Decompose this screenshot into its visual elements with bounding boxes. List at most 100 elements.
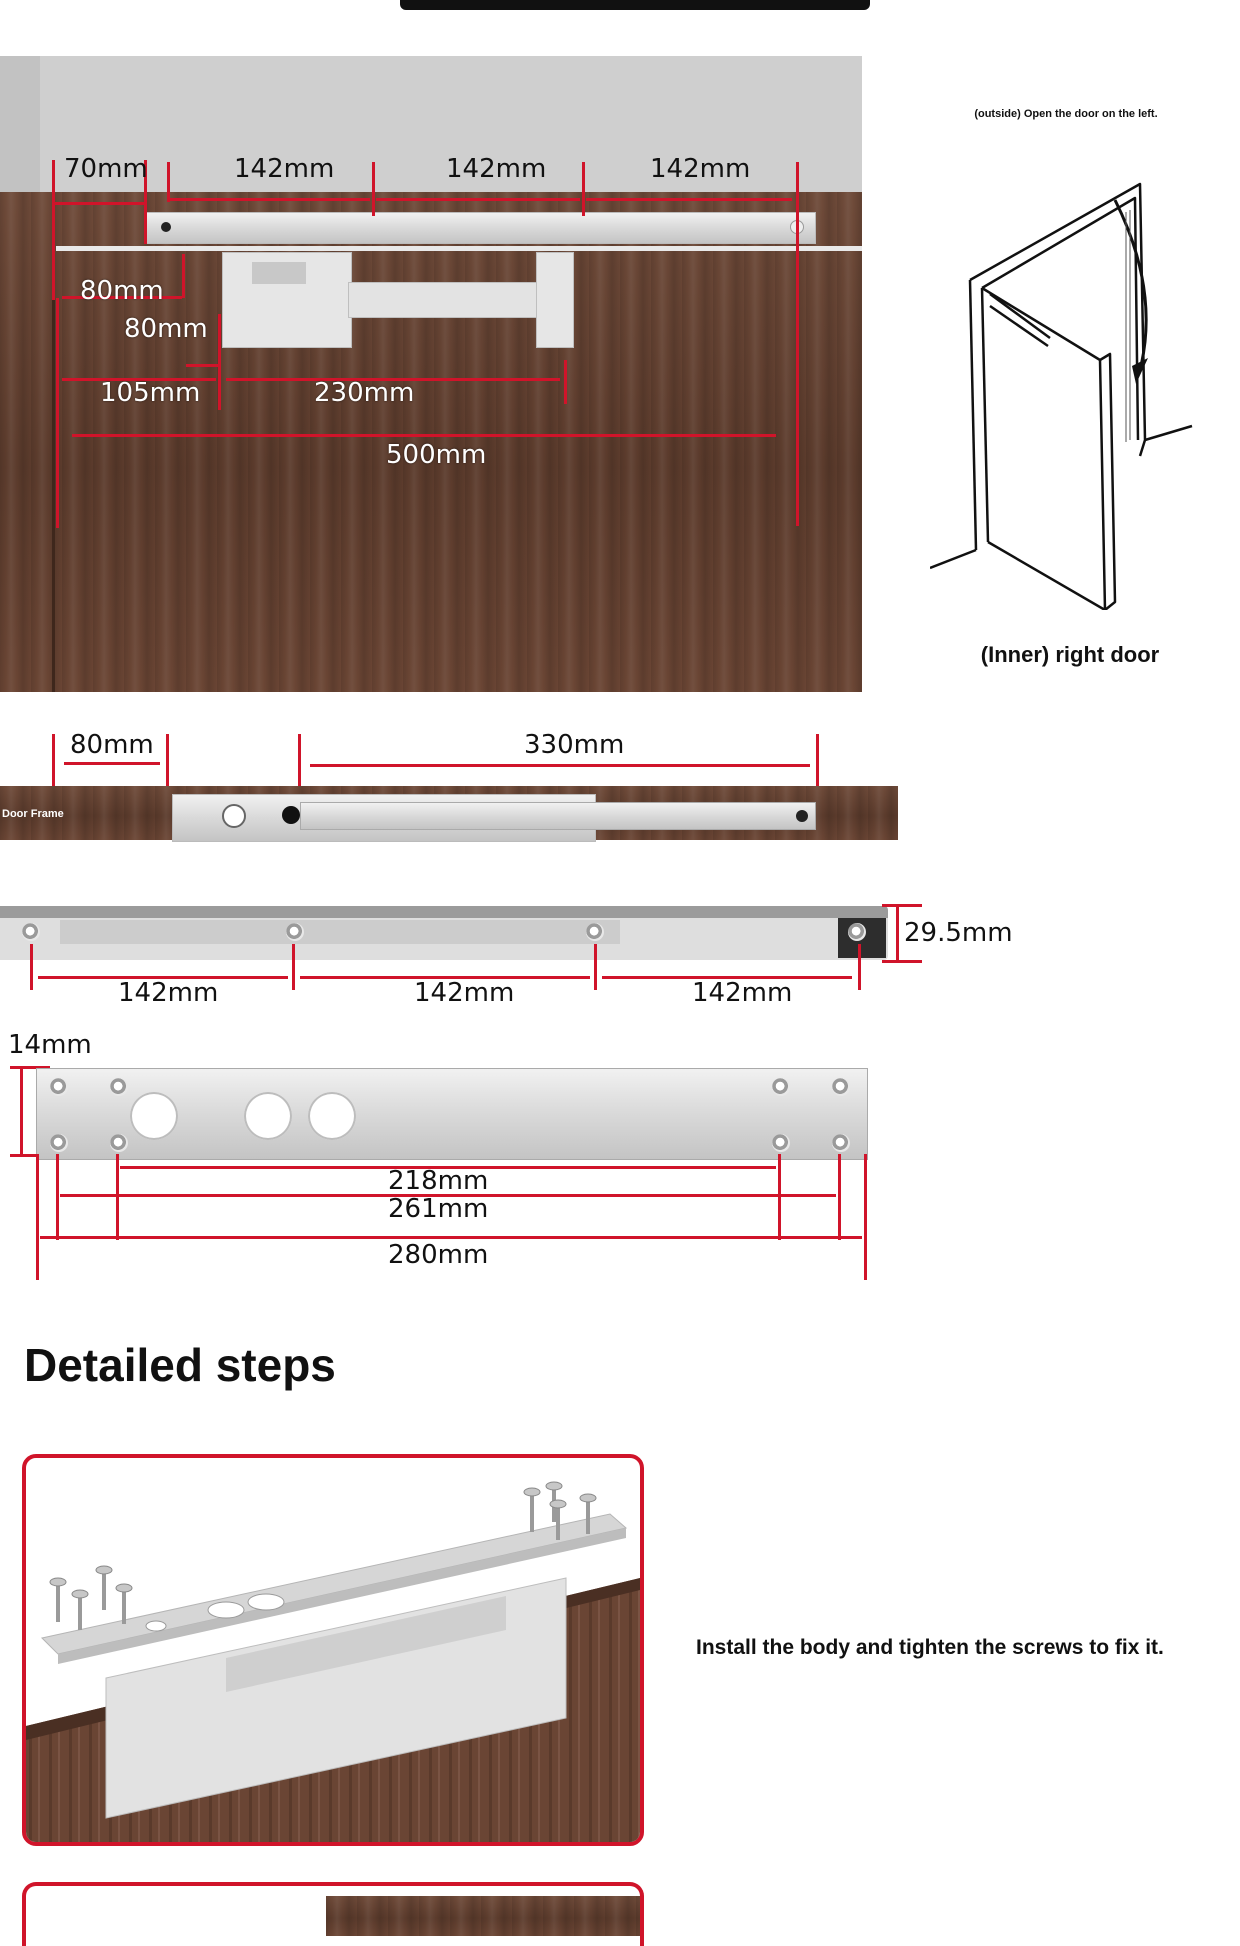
rail-dimension-section: 29.5mm 142mm 142mm 142mm (0, 896, 1040, 1008)
frame-dimension-section: 80mm 330mm Door Frame (0, 720, 900, 850)
red-line (864, 1154, 867, 1280)
plate-hole (772, 1078, 790, 1096)
plate-big-hole (308, 1092, 356, 1140)
red-line (292, 944, 295, 990)
red-line (36, 1154, 39, 1280)
rail-screw (286, 923, 304, 941)
door-top-view-panel: 70mm 142mm 142mm 142mm 80mm 80mm 105mm 2… (0, 56, 862, 692)
dim-142mm-rail-1: 142mm (118, 978, 219, 1008)
dim-142mm-3: 142mm (650, 154, 751, 184)
red-line (10, 1066, 50, 1069)
dim-70mm: 70mm (64, 154, 148, 184)
slide-rail (146, 212, 816, 244)
red-line (166, 734, 169, 800)
dim-261mm: 261mm (388, 1194, 489, 1224)
dim-80mm-b: 80mm (124, 314, 208, 344)
red-line (372, 162, 375, 216)
red-line (56, 298, 59, 528)
plate-hole (50, 1078, 68, 1096)
closer-body-mid (348, 282, 540, 318)
red-line (120, 1166, 776, 1169)
dim-500mm: 500mm (386, 440, 487, 470)
dim-80mm-a: 80mm (80, 276, 164, 306)
plate-hole (772, 1134, 790, 1152)
frame-arm-end (796, 810, 808, 822)
red-line (52, 734, 55, 800)
steps-heading: Detailed steps (24, 1339, 336, 1391)
red-line (144, 160, 147, 244)
red-line (62, 378, 216, 381)
step2-wood-fragment (326, 1896, 640, 1936)
rail-screw (586, 923, 604, 941)
red-line (300, 976, 590, 979)
dim-330mm: 330mm (524, 730, 625, 760)
red-line (778, 1154, 781, 1240)
plate-dimension-section: 14mm 218mm 261mm 280mm (0, 1030, 900, 1280)
plate-hole (50, 1134, 68, 1152)
wall-shadow (0, 56, 40, 192)
closer-body-left (222, 252, 352, 348)
red-line (116, 1154, 119, 1240)
frame-arm (300, 802, 816, 830)
step1-caption: Install the body and tighten the screws … (696, 1636, 1164, 1659)
red-line (30, 944, 33, 990)
dim-218mm: 218mm (388, 1166, 489, 1196)
red-line (796, 162, 799, 526)
frame-pivot-2 (282, 806, 300, 824)
red-line (838, 1154, 841, 1240)
dim-29-5mm: 29.5mm (904, 918, 1013, 948)
plate-hole (110, 1134, 128, 1152)
red-line (310, 764, 810, 767)
closer-cutout (252, 262, 306, 284)
red-line (40, 1236, 862, 1239)
plate-big-hole (244, 1092, 292, 1140)
red-line (896, 904, 899, 962)
rail-screw-left (161, 222, 171, 232)
red-line (582, 162, 585, 216)
red-line (218, 314, 221, 410)
plate-big-hole (130, 1092, 178, 1140)
red-line (882, 960, 922, 963)
red-line (170, 198, 370, 201)
rail-profile (0, 906, 888, 960)
plate-hole (832, 1134, 850, 1152)
red-line (602, 976, 852, 979)
door-frame-label: Door Frame (2, 808, 64, 820)
red-line (564, 360, 567, 404)
dim-105mm: 105mm (100, 378, 201, 408)
dim-142mm-rail-3: 142mm (692, 978, 793, 1008)
dim-142mm-1: 142mm (234, 154, 335, 184)
red-line (816, 734, 819, 806)
dim-80mm-frame: 80mm (70, 730, 154, 760)
dim-142mm-rail-2: 142mm (414, 978, 515, 1008)
door-outside-caption: (outside) Open the door on the left. (974, 108, 1158, 120)
red-line (298, 734, 301, 806)
red-line (594, 944, 597, 990)
frame-pivot-1 (222, 804, 246, 828)
top-heading-fragment (400, 0, 870, 10)
step1-image-frame (22, 1454, 644, 1846)
red-line (52, 160, 55, 300)
red-line (10, 1154, 36, 1157)
rail-bottom-line (56, 246, 862, 251)
red-line (226, 378, 560, 381)
red-line (167, 162, 170, 202)
red-line (72, 434, 776, 437)
red-line (186, 364, 218, 367)
plate-hole (832, 1078, 850, 1096)
rail-screw (848, 923, 866, 941)
red-line (56, 1154, 59, 1240)
closer-body-right (536, 252, 574, 348)
red-line (62, 296, 182, 299)
wall-area (0, 56, 862, 192)
door-opening-illustration (930, 182, 1193, 610)
red-line (38, 976, 288, 979)
step1-illustration (26, 1481, 640, 1842)
step2-image-frame (22, 1882, 644, 1946)
red-line (882, 904, 922, 907)
red-line (64, 762, 160, 765)
plate-hole (110, 1078, 128, 1096)
red-line (20, 1066, 23, 1156)
dim-230mm: 230mm (314, 378, 415, 408)
rail-slot (60, 920, 620, 944)
